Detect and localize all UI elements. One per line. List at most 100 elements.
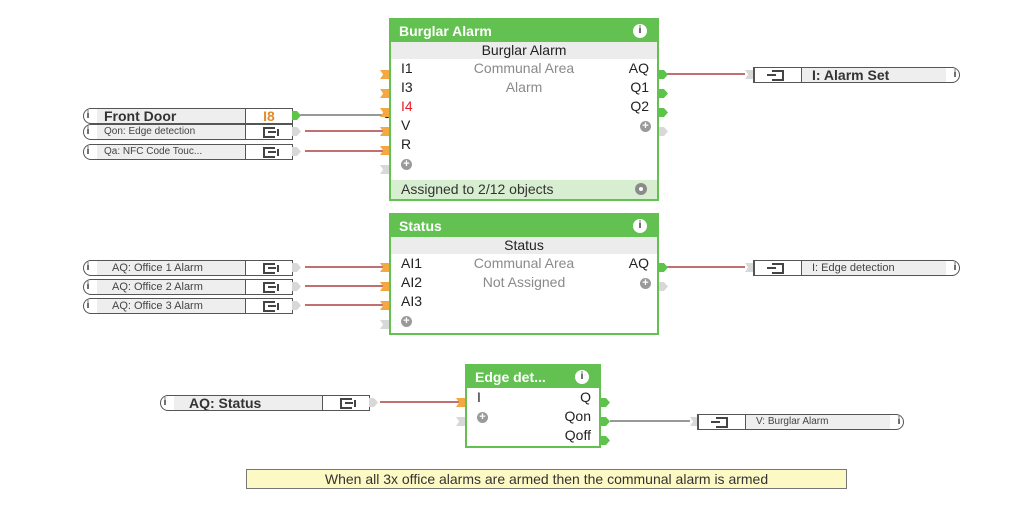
block-header[interactable]: Status i <box>391 215 657 237</box>
connector-r[interactable] <box>380 146 389 155</box>
output-pin-qon[interactable]: Qon <box>564 408 591 424</box>
connector-aq-status[interactable] <box>369 398 378 407</box>
output-pin-aq[interactable]: AQ <box>628 60 649 76</box>
connector-ai2[interactable] <box>380 282 389 291</box>
ref-jump-button[interactable] <box>322 395 370 411</box>
connector-q[interactable] <box>601 398 610 407</box>
output-pin-qoff[interactable]: Qoff <box>564 427 591 443</box>
add-input-icon[interactable]: + <box>477 411 488 423</box>
input-pin-i4[interactable]: I4 <box>401 98 413 114</box>
input-pin-r[interactable]: R <box>401 136 412 152</box>
input-ref-office1[interactable]: i AQ: Office 1 Alarm <box>83 260 293 276</box>
output-ref-edge-detection[interactable]: I: Edge detection i <box>753 260 960 276</box>
output-pin-q2[interactable]: Q2 <box>630 98 649 114</box>
input-pin-i3[interactable]: I3 <box>401 79 413 95</box>
burglar-alarm-block[interactable]: Burglar Alarm i Burglar Alarm I1 Communa… <box>389 18 659 201</box>
ref-label: AQ: Office 1 Alarm <box>112 262 203 274</box>
info-icon[interactable]: i <box>163 397 167 408</box>
output-pin-q1[interactable]: Q1 <box>630 79 649 95</box>
ref-label: Qon: Edge detection <box>104 126 196 137</box>
info-icon[interactable]: i <box>633 24 647 38</box>
edge-detection-block[interactable]: Edge det... i I Q + Qon Qoff <box>465 364 601 448</box>
input-ref-office2[interactable]: i AQ: Office 2 Alarm <box>83 279 293 295</box>
add-input-icon[interactable]: + <box>401 158 412 170</box>
input-ref-qa-nfc[interactable]: i Qa: NFC Code Touc... <box>83 144 293 160</box>
info-icon[interactable]: i <box>575 370 589 384</box>
status-block[interactable]: Status i Status AI1 Communal Area AQ AI2… <box>389 213 659 335</box>
connector-i4[interactable] <box>380 108 389 117</box>
input-ref-front-door[interactable]: i Front Door I8 <box>83 108 293 124</box>
output-pin-q[interactable]: Q <box>580 389 591 405</box>
outref-connector[interactable] <box>745 263 753 272</box>
info-icon[interactable]: i <box>86 126 90 137</box>
info-icon[interactable]: i <box>86 146 90 157</box>
enter-icon <box>767 70 784 81</box>
output-pin-aq[interactable]: AQ <box>628 255 649 271</box>
ref-jump-button[interactable] <box>754 67 802 83</box>
ref-jump-button[interactable] <box>245 144 293 160</box>
info-icon[interactable]: i <box>86 262 90 273</box>
connector-add-output[interactable] <box>659 127 668 136</box>
add-output-icon[interactable]: + <box>640 120 651 132</box>
connector-qon[interactable] <box>601 417 610 426</box>
connector-qa-nfc[interactable] <box>292 147 301 156</box>
connector-qoff[interactable] <box>601 436 610 445</box>
connector-i[interactable] <box>456 398 465 407</box>
assignment-footer[interactable]: Assigned to 2/12 objects <box>391 180 657 199</box>
info-icon[interactable]: i <box>86 300 90 311</box>
add-input-icon[interactable]: + <box>401 315 412 327</box>
block-header[interactable]: Edge det... i <box>467 366 599 388</box>
input-ref-aq-status[interactable]: i AQ: Status <box>160 395 370 411</box>
input-pin-ai2[interactable]: AI2 <box>401 274 423 290</box>
connector-q2[interactable] <box>659 108 668 117</box>
connector-add-output[interactable] <box>659 282 668 291</box>
connector-office2[interactable] <box>292 282 301 291</box>
block-location: Communal Area <box>473 60 575 76</box>
info-icon[interactable]: i <box>633 219 647 233</box>
input-pin-i1[interactable]: I1 <box>401 60 413 76</box>
connector-front-door[interactable] <box>292 111 301 120</box>
input-pin-ai1[interactable]: AI1 <box>401 255 423 271</box>
connector-add-input[interactable] <box>456 417 465 426</box>
connector-ai3[interactable] <box>380 301 389 310</box>
connector-ai1[interactable] <box>380 263 389 272</box>
connector-q1[interactable] <box>659 89 668 98</box>
add-output-icon[interactable]: + <box>640 277 651 289</box>
ref-label: Qa: NFC Code Touc... <box>104 146 203 157</box>
input-pin-v[interactable]: V <box>401 117 411 133</box>
info-icon[interactable]: i <box>86 281 90 292</box>
input-ref-office3[interactable]: i AQ: Office 3 Alarm <box>83 298 293 314</box>
info-icon[interactable]: i <box>86 110 90 121</box>
ref-jump-button[interactable] <box>754 260 802 276</box>
outref-connector[interactable] <box>745 70 753 79</box>
block-header[interactable]: Burglar Alarm i <box>391 20 657 42</box>
info-icon[interactable]: i <box>953 262 957 273</box>
output-ref-alarm-set[interactable]: I: Alarm Set i <box>753 67 960 83</box>
enter-icon <box>711 417 728 428</box>
ref-jump-button[interactable] <box>245 260 293 276</box>
ref-jump-button[interactable] <box>245 279 293 295</box>
connector-aq[interactable] <box>659 263 668 272</box>
gear-icon[interactable] <box>635 183 647 195</box>
outref-connector[interactable] <box>690 417 698 426</box>
ref-cap: i <box>946 67 960 83</box>
connector-aq[interactable] <box>659 70 668 79</box>
connector-add-input[interactable] <box>380 320 389 329</box>
input-ref-qon-edge[interactable]: i Qon: Edge detection <box>83 124 293 140</box>
ref-jump-button[interactable] <box>245 298 293 314</box>
comment-note[interactable]: When all 3x office alarms are armed then… <box>246 469 847 489</box>
input-pin-ai3[interactable]: AI3 <box>401 293 423 309</box>
output-ref-burglar-alarm[interactable]: V: Burglar Alarm i <box>697 414 904 430</box>
connector-v[interactable] <box>380 127 389 136</box>
input-pin-i[interactable]: I <box>477 389 481 405</box>
connector-i1[interactable] <box>380 70 389 79</box>
ref-jump-button[interactable] <box>245 124 293 140</box>
connector-office1[interactable] <box>292 263 301 272</box>
connector-office3[interactable] <box>292 301 301 310</box>
connector-add-input[interactable] <box>380 165 389 174</box>
connector-qon-edge[interactable] <box>292 127 301 136</box>
ref-jump-button[interactable] <box>698 414 746 430</box>
connector-i3[interactable] <box>380 89 389 98</box>
info-icon[interactable]: i <box>897 416 901 427</box>
info-icon[interactable]: i <box>953 69 957 80</box>
